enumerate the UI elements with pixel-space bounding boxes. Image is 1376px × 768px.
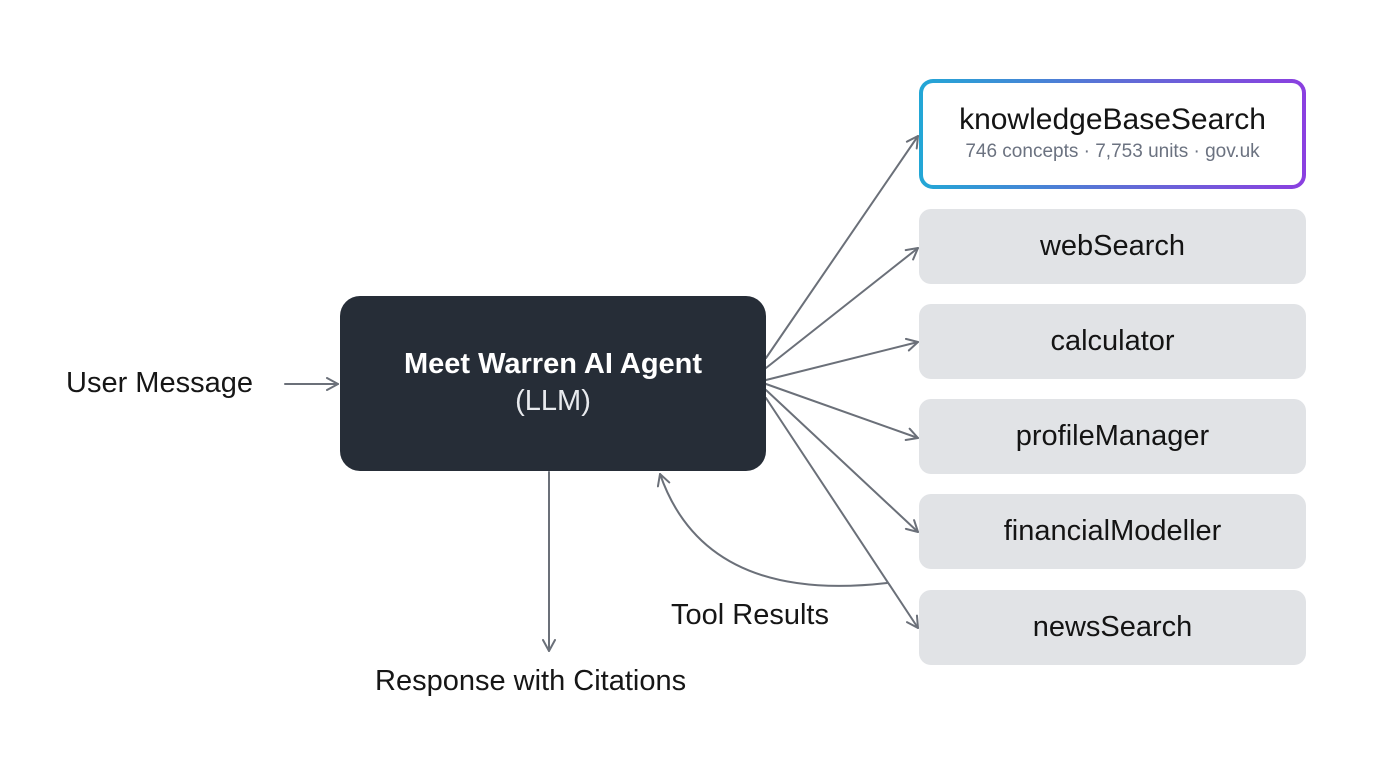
tool-knowledgebasesearch-details: 746 concepts · 7,753 units · gov.uk (965, 140, 1260, 162)
tool-newssearch: newsSearch (919, 590, 1306, 665)
tool-financialmodeller: financialModeller (919, 494, 1306, 569)
tool-results-label: Tool Results (671, 599, 829, 631)
arrow-to-calculator (765, 337, 919, 381)
arrow-to-newssearch (765, 397, 919, 629)
tool-websearch: webSearch (919, 209, 1306, 284)
agent-subtitle: (LLM) (515, 385, 591, 418)
arrow-to-financialmodeller (765, 389, 919, 533)
agent-node: Meet Warren AI Agent (LLM) (340, 296, 766, 471)
tool-knowledgebasesearch-name: knowledgeBaseSearch (959, 102, 1266, 136)
tool-results-arrow (656, 473, 888, 587)
user-message-label: User Message (66, 367, 253, 399)
arrow-to-profilemanager (765, 383, 919, 441)
tool-knowledgebasesearch: knowledgeBaseSearch 746 concepts · 7,753… (919, 79, 1306, 189)
response-label: Response with Citations (375, 665, 687, 697)
arrow-to-knowledgebasesearch (765, 135, 919, 359)
tool-profilemanager: profileManager (919, 399, 1306, 474)
agent-title: Meet Warren AI Agent (403, 347, 703, 380)
tool-calculator: calculator (919, 304, 1306, 379)
arrow-to-websearch (765, 247, 919, 369)
